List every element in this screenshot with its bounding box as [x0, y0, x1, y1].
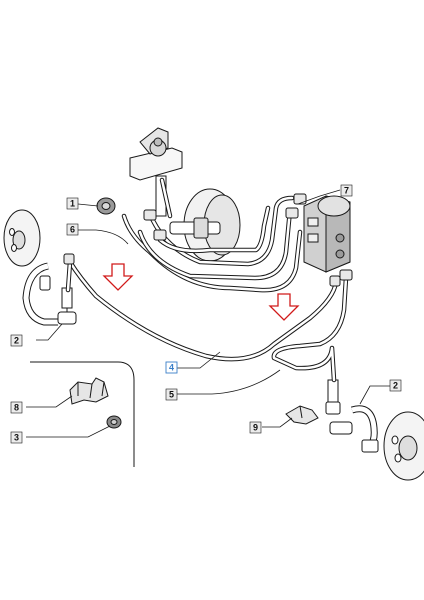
callout-7: 7 — [340, 184, 353, 197]
flexible-hose-left — [22, 262, 77, 326]
svg-text:2: 2 — [14, 336, 19, 346]
brake-disc-left — [3, 209, 41, 267]
fluid-reservoir — [129, 127, 183, 217]
callout-2-right: 2 — [389, 379, 402, 392]
pipe-fittings — [63, 193, 353, 287]
brake-servo — [169, 188, 241, 262]
grommet-part-1 — [96, 197, 116, 215]
callout-2-left: 2 — [10, 334, 23, 347]
svg-text:2: 2 — [393, 381, 398, 391]
svg-text:1: 1 — [70, 199, 75, 209]
flow-direction-arrow-icon — [102, 263, 134, 291]
flexible-hose-right — [325, 379, 379, 453]
pipe-clip-part-8 — [69, 377, 109, 405]
callout-3: 3 — [10, 431, 23, 444]
abs-modulator — [303, 195, 351, 273]
leader-lines — [26, 189, 390, 438]
svg-text:5: 5 — [169, 390, 174, 400]
brake-pipes — [65, 177, 349, 383]
flow-direction-arrow-icon — [268, 293, 300, 321]
svg-text:4: 4 — [169, 363, 174, 373]
callout-4: 4 — [165, 361, 178, 374]
callout-6: 6 — [66, 223, 79, 236]
svg-text:7: 7 — [344, 186, 349, 196]
callout-1: 1 — [66, 197, 79, 210]
inset-frame — [30, 361, 135, 467]
svg-text:3: 3 — [14, 433, 19, 443]
callout-5: 5 — [165, 388, 178, 401]
svg-text:6: 6 — [70, 225, 75, 235]
svg-text:9: 9 — [253, 423, 258, 433]
nut-part-3 — [106, 415, 122, 429]
callout-8: 8 — [10, 401, 23, 414]
callout-9: 9 — [249, 421, 262, 434]
brake-disc-right — [383, 411, 424, 481]
clip-part-9 — [285, 405, 319, 425]
svg-text:8: 8 — [14, 403, 19, 413]
